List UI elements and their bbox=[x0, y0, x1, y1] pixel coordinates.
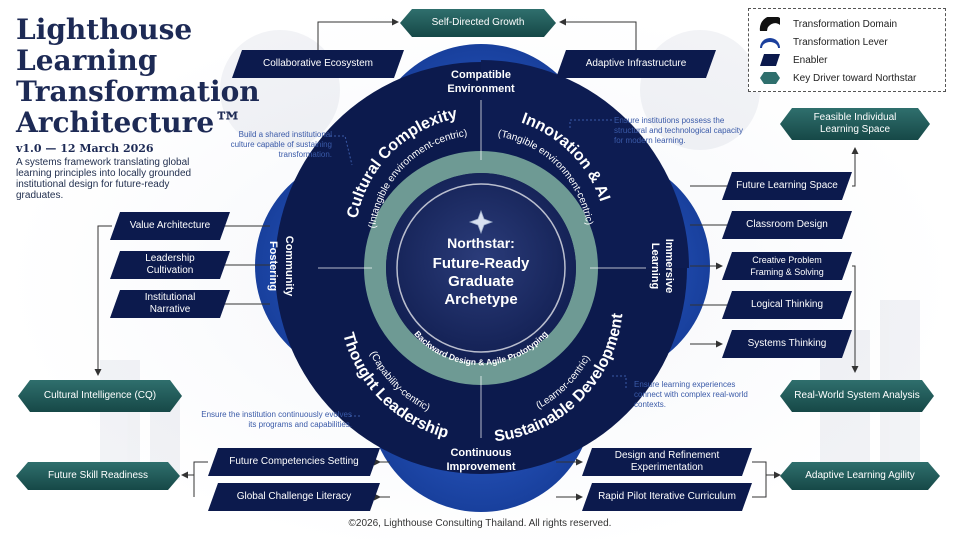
legend-driver-label: Key Driver toward Northstar bbox=[793, 72, 917, 84]
quadrant-dividers bbox=[318, 100, 646, 438]
driver-self-directed-growth: Self-Directed Growth bbox=[400, 9, 556, 37]
enabler-adaptive-infrastructure: Adaptive Infrastructure bbox=[556, 50, 716, 78]
enabler-design-refinement-experimentation: Design and Refinement Experimentation bbox=[582, 448, 752, 476]
northstar-line-2: Graduate bbox=[448, 273, 514, 290]
lever-left-line1: Community bbox=[283, 236, 295, 297]
enabler-value-architecture: Value Architecture bbox=[110, 212, 230, 240]
note-evolves: Ensure the institution continuously evol… bbox=[201, 410, 352, 429]
legend-driver: Key Driver toward Northstar bbox=[759, 71, 916, 85]
enabler-swatch-icon bbox=[760, 54, 780, 66]
lever-right: Immersive Learning bbox=[649, 239, 675, 293]
lever-bottom-line1: Continuous bbox=[450, 447, 511, 459]
legend-enabler: Enabler bbox=[759, 53, 827, 67]
lever-top-line1: Compatible bbox=[451, 69, 511, 81]
enabler-leadership-cultivation: Leadership Cultivation bbox=[110, 251, 230, 279]
driver-future-skill-readiness: Future Skill Readiness bbox=[16, 462, 180, 490]
enabler-logical-thinking: Logical Thinking bbox=[722, 291, 852, 319]
legend: Transformation Domain Transformation Lev… bbox=[748, 8, 946, 92]
enabler-systems-thinking: Systems Thinking bbox=[722, 330, 852, 358]
lever-swatch-icon bbox=[760, 38, 780, 48]
driver-real-world-system-analysis: Real-World System Analysis bbox=[780, 380, 934, 412]
enabler-future-competencies-setting: Future Competencies Setting bbox=[208, 448, 380, 476]
enabler-collaborative-ecosystem: Collaborative Ecosystem bbox=[232, 50, 404, 78]
lever-right-line2: Learning bbox=[649, 243, 661, 289]
lever-top-line2: Environment bbox=[447, 83, 515, 95]
enabler-global-challenge-literacy: Global Challenge Literacy bbox=[208, 483, 380, 511]
driver-adaptive-learning-agility: Adaptive Learning Agility bbox=[780, 462, 940, 490]
note-real-world: Ensure learning experiences connect with… bbox=[634, 380, 748, 409]
northstar-line-3: Archetype bbox=[444, 291, 517, 308]
driver-feasible-individual-learning-space: Feasible Individual Learning Space bbox=[780, 108, 930, 140]
legend-lever-label: Transformation Lever bbox=[793, 36, 888, 48]
connectors bbox=[94, 18, 859, 501]
enabler-rapid-pilot-iterative-curriculum: Rapid Pilot Iterative Curriculum bbox=[582, 483, 752, 511]
center-ring bbox=[396, 183, 566, 353]
legend-lever: Transformation Lever bbox=[759, 35, 888, 49]
lever-bottom-line2: Improvement bbox=[446, 461, 515, 473]
page-subtitle: A systems framework translating global l… bbox=[16, 157, 192, 201]
page-title: Lighthouse Learning Transformation Archi… bbox=[16, 13, 260, 139]
legend-enabler-label: Enabler bbox=[793, 54, 828, 66]
enabler-future-learning-space: Future Learning Space bbox=[722, 172, 852, 200]
domain-swatch-icon bbox=[759, 17, 780, 31]
enabler-classroom-design: Classroom Design bbox=[722, 211, 852, 239]
copyright-footer: ©2026, Lighthouse Consulting Thailand. A… bbox=[348, 518, 612, 529]
center-disc bbox=[386, 173, 576, 363]
lever-left-line2: Fostering bbox=[267, 241, 279, 291]
ring-band bbox=[364, 151, 598, 385]
lever-right-line1: Immersive bbox=[663, 239, 675, 293]
legend-domain: Transformation Domain bbox=[759, 17, 897, 31]
northstar-line-1: Future-Ready bbox=[433, 255, 530, 272]
driver-cultural-intelligence: Cultural Intelligence (CQ) bbox=[18, 380, 182, 412]
note-capacity: Ensure institutions possess the structur… bbox=[614, 116, 743, 145]
enabler-institutional-narrative: Institutional Narrative bbox=[110, 290, 230, 318]
driver-swatch-icon bbox=[760, 72, 780, 84]
version-date: v1.0 — 12 March 2026 bbox=[16, 142, 154, 155]
legend-domain-label: Transformation Domain bbox=[793, 18, 898, 30]
northstar-icon bbox=[468, 209, 494, 235]
note-shared-culture: Build a shared institutional culture cap… bbox=[230, 130, 332, 159]
northstar-label: Northstar: bbox=[447, 235, 515, 251]
lever-left: Community Fostering bbox=[267, 236, 295, 297]
enabler-creative-problem-framing: Creative Problem Framing & Solving bbox=[722, 252, 852, 280]
